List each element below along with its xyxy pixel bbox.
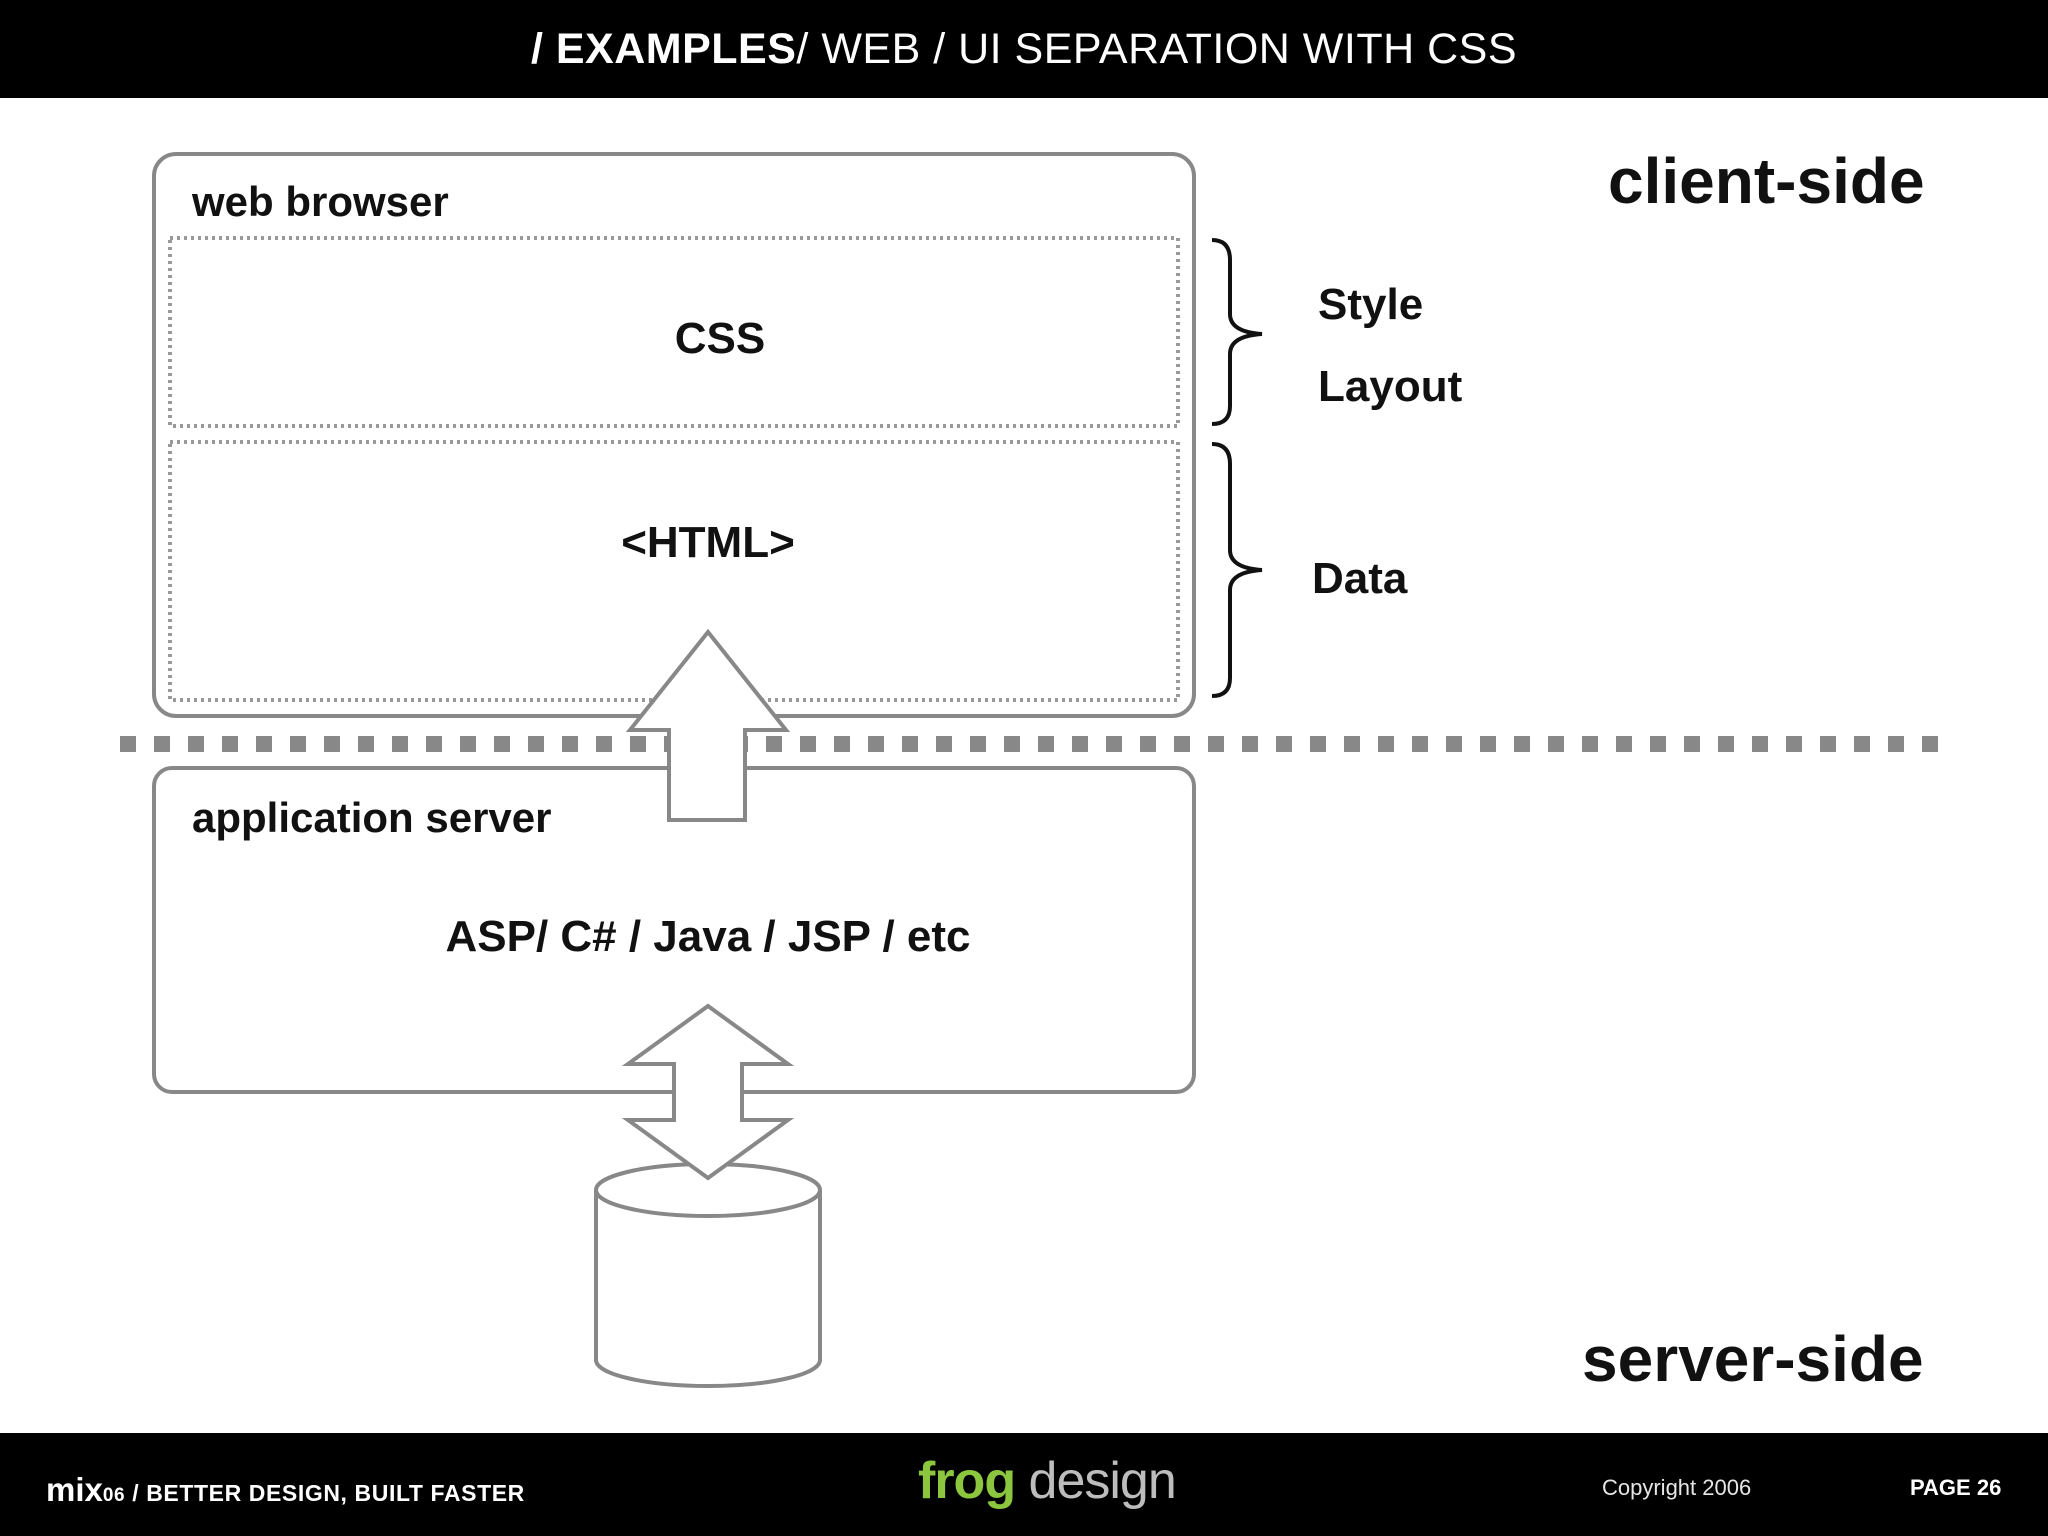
server-tech-label: ASP/ C# / Java / JSP / etc [445, 912, 971, 961]
html-label: <HTML> [621, 518, 795, 567]
copyright-text: Copyright 2006 [1602, 1475, 1752, 1500]
double-arrow [621, 1003, 795, 1181]
css-region [168, 236, 1180, 428]
style-label: Style [1318, 280, 1424, 329]
brace-data [1211, 442, 1263, 698]
brand-num: 06 [102, 1485, 126, 1506]
brace-style-layout [1211, 238, 1263, 426]
brand-tagline: / BETTER DESIGN, BUILT FASTER [125, 1480, 525, 1506]
header-title-rest: / WEB / UI SEPARATION WITH CSS [796, 24, 1517, 73]
header-bar: / EXAMPLES / WEB / UI SEPARATION WITH CS… [0, 0, 2048, 98]
css-label: CSS [674, 314, 766, 363]
database-icon [594, 1162, 822, 1388]
header-title-bold: / EXAMPLES [530, 24, 797, 73]
logo-design: design [1015, 1452, 1177, 1510]
page-number: PAGE 26 [1910, 1475, 2002, 1500]
logo-frog: frog [918, 1452, 1016, 1510]
footer-bar: mix06 / BETTER DESIGN, BUILT FASTER frog… [0, 1433, 2048, 1536]
application-server-title: application server [192, 794, 552, 841]
footer-brand: mix06 / BETTER DESIGN, BUILT FASTER [46, 1471, 525, 1509]
html-region [168, 440, 1180, 702]
brand-mix: mix [46, 1471, 103, 1508]
frog-design-logo: frog design [918, 1451, 1177, 1511]
up-arrow [625, 628, 791, 822]
web-browser-title: web browser [192, 178, 449, 225]
layout-label: Layout [1318, 362, 1463, 411]
client-side-label: client-side [1608, 145, 1925, 217]
server-side-label: server-side [1582, 1323, 1924, 1395]
data-label: Data [1312, 554, 1408, 603]
